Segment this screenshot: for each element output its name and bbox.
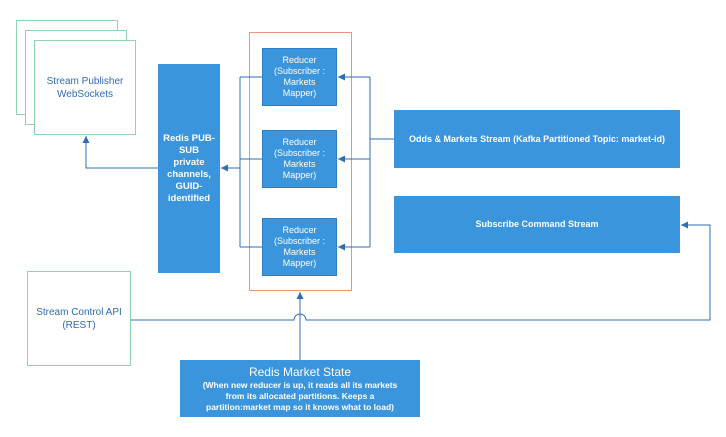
market-state-desc-line: partition:market map so it knows what to… (206, 401, 394, 412)
control-api-line1: Stream Control API (36, 306, 122, 318)
redis-pubsub-line: channels, (167, 168, 211, 180)
odds-markets-stream-box: Odds & Markets Stream (Kafka Partitioned… (394, 110, 680, 168)
publisher-label-line1: Stream Publisher (46, 75, 124, 87)
reducer-line: Mapper) (282, 170, 317, 180)
redis-pubsub-line: Redis PUB- (163, 132, 215, 144)
reducer-line: Markets (283, 77, 316, 87)
redis-market-state-box: Redis Market State (When new reducer is … (180, 360, 420, 417)
control-api-to-subscribe-line (131, 221, 711, 321)
market-state-title: Redis Market State (248, 364, 352, 379)
reducer-line: Mapper) (282, 258, 317, 268)
redis-pubsub-line: SUB (178, 144, 200, 156)
reducer-group (249, 32, 352, 291)
reducer-line: (Subscriber : (273, 66, 326, 76)
reducer-box-1: Reducer (Subscriber : Markets Mapper) (262, 48, 337, 106)
reducer-line: Mapper) (282, 88, 317, 98)
redis-pubsub-line: identified (167, 192, 211, 204)
stream-publisher-box: Stream Publisher WebSockets (34, 40, 136, 135)
publisher-label-line2: WebSockets (57, 88, 113, 100)
reducer-line: Reducer (282, 55, 317, 65)
stream-control-api-box: Stream Control API (REST) (27, 271, 131, 366)
reducer-line: (Subscriber : (273, 148, 326, 158)
reducer-line: Reducer (282, 137, 317, 147)
redis-pubsub-line: private (173, 156, 205, 168)
market-state-desc-line: (When new reducer is up, it reads all it… (202, 379, 398, 390)
reducer-line: Markets (283, 159, 316, 169)
reducer-box-2: Reducer (Subscriber : Markets Mapper) (262, 130, 337, 188)
redis-pubsub-line: GUID- (175, 180, 203, 192)
control-api-line2: (REST) (62, 319, 96, 331)
reducer-line: Reducer (282, 225, 317, 235)
subscribe-stream-label: Subscribe Command Stream (475, 219, 599, 229)
pubsub-to-publisher-arrow (82, 136, 158, 169)
redis-pubsub-box: Redis PUB- SUB private channels, GUID- i… (158, 64, 220, 273)
reducer-line: (Subscriber : (273, 236, 326, 246)
odds-stream-label: Odds & Markets Stream (Kafka Partitioned… (409, 133, 665, 144)
reducer-box-3: Reducer (Subscriber : Markets Mapper) (262, 218, 337, 276)
subscribe-command-stream-box: Subscribe Command Stream (394, 196, 680, 253)
reducer-line: Markets (283, 247, 316, 257)
market-state-desc-line: from its allocated partitions. Keeps a (225, 390, 375, 401)
